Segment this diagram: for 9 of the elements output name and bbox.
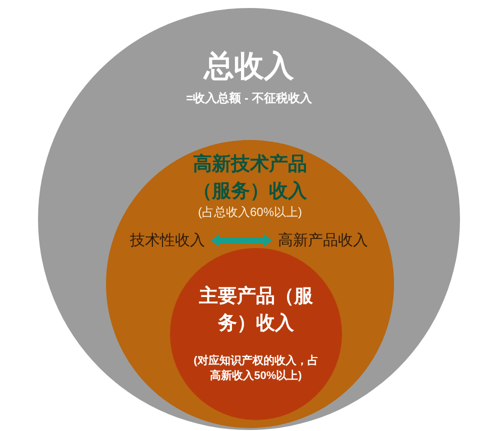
text-label: 技术性收入 (130, 231, 205, 250)
double-arrow (210, 234, 272, 247)
circle-note: =收入总额 - 不征税收入 (185, 90, 313, 107)
text-label: 高新产品收入 (278, 231, 368, 250)
circle-note: (对应知识产权的收入，占高新收入50%以上) (192, 354, 320, 384)
circle-heading: 高新技术产品（服务）收入 (192, 152, 308, 204)
circle-heading: 主要产品（服务）收入 (198, 284, 314, 336)
circle-note: (占总收入60%以上) (196, 204, 303, 221)
circle-heading: 总收入 (202, 49, 295, 85)
